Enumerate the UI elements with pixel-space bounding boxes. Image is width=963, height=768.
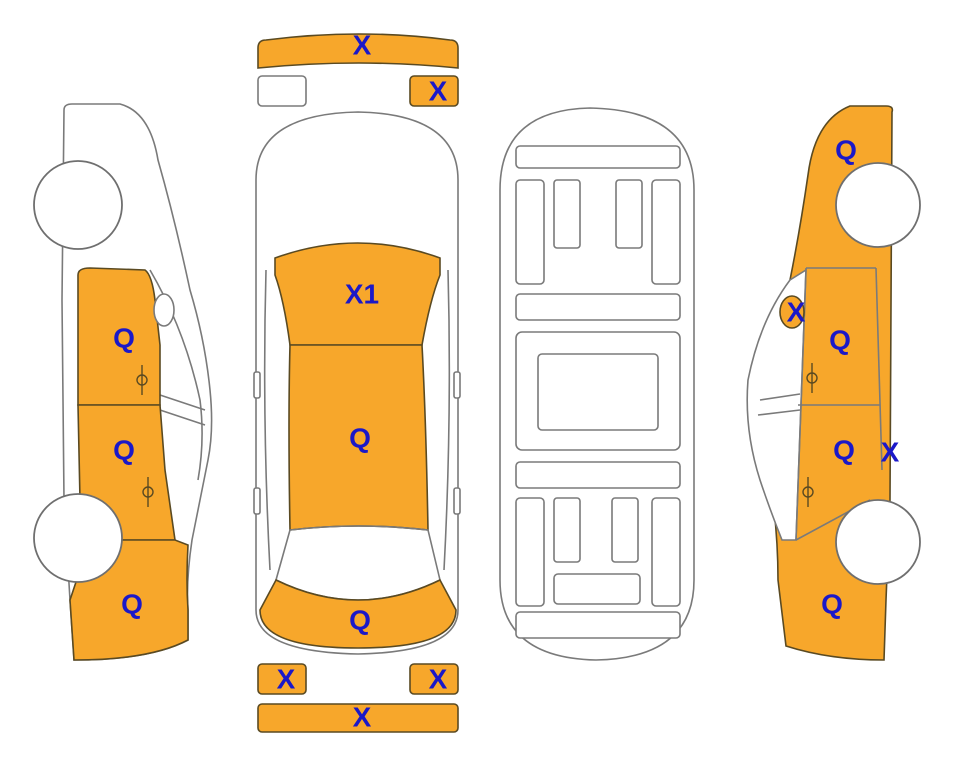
top-left-rear-handle [253,487,261,515]
left-front-wheel [33,160,123,250]
right-mirror-panel [779,295,805,329]
trunk-mark: Q [349,604,371,635]
front-bumper-panel [257,33,459,69]
front-right-lamp-mark: X [429,75,448,106]
right-rear-quarter-mark: Q [821,588,843,619]
left-mirror [153,293,175,327]
left-side-roof-line [159,394,206,426]
top-view: X X X1 Q Q X X X [253,29,461,733]
rear-left-lamp-mark: X [277,663,296,694]
right-front-wheel [835,162,921,248]
right-rear-door-edge [875,267,883,471]
underbody-rear-crossmember [515,461,681,489]
right-rocker-mark: X [881,436,900,467]
top-right-mirror [453,371,461,399]
top-left-mirror [253,371,261,399]
underbody-front-left-pocket [553,179,581,249]
right-front-door-mark: Q [829,324,851,355]
underbody-spare-well [553,573,641,605]
left-front-door-mark: Q [113,322,135,353]
underbody-rear-left-pocket [553,497,581,563]
rear-left-lamp-panel [257,663,307,695]
left-rear-quarter-mark: Q [121,588,143,619]
rear-right-lamp-mark: X [429,663,448,694]
left-rear-door-handle-icon [142,477,154,507]
front-right-lamp-panel [409,75,459,107]
hood-mark: X1 [345,278,379,309]
right-rear-door-mark: Q [833,434,855,465]
right-rear-door-handle-icon [802,477,814,507]
front-left-lamp [257,75,307,107]
left-front-door-handle-icon [136,365,148,395]
right-front-fender-mark: Q [835,134,857,165]
top-right-side-line [443,269,451,571]
top-left-side-line [263,269,271,571]
rear-right-lamp-panel [409,663,459,695]
top-right-rear-handle [453,487,461,515]
trunk-panel [259,578,457,649]
underbody-rear-panel [515,611,681,639]
underbody-view [499,107,695,661]
rear-bumper-panel [257,703,459,733]
underbody-rear-right-pocket [611,497,639,563]
left-rear-wheel [33,493,123,583]
underbody-rear-right-rail [651,497,681,607]
underbody-rear-left-rail [515,497,545,607]
underbody-mid-crossmember [515,293,681,321]
right-rear-wheel [835,499,921,585]
underbody-front-left-rail [515,179,545,285]
right-side-glass [746,268,807,541]
rear-bumper-mark: X [353,701,372,732]
underbody-center-tunnel [537,353,659,431]
right-side-window-line [757,393,801,416]
right-mirror-mark: X [787,296,806,327]
front-bumper-mark: X [353,29,372,60]
underbody-front-crossmember [515,145,681,169]
hood-panel [274,242,441,346]
left-front-door-panel [77,267,161,406]
roof-mark: Q [349,422,371,453]
left-rear-door-mark: Q [113,434,135,465]
underbody-front-right-rail [651,179,681,285]
underbody-front-right-pocket [615,179,643,249]
right-front-door-handle-icon [806,363,818,393]
left-side-view: Q Q Q [33,103,213,661]
right-side-view: X Q Q Q X Q [746,105,921,661]
